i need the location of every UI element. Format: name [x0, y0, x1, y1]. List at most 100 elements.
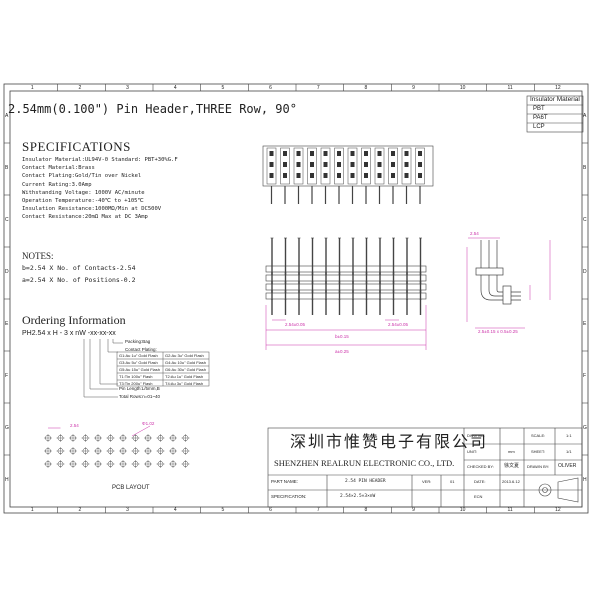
side-view-dimensions: [466, 237, 551, 329]
spec-line: Contact Plating:Gold/Tin over Nickel: [22, 173, 142, 180]
grid-row-label: F: [5, 373, 9, 379]
grid-column-label: 12: [555, 507, 561, 513]
ecn-label: ECN: [474, 494, 483, 499]
grid-column-label: 1: [30, 507, 34, 513]
plating-option: T1:Tin 100u" Flash: [119, 373, 153, 379]
plating-option: G3:Au 5u" Gold Flash: [119, 359, 158, 365]
grid-row-label: C: [583, 217, 587, 223]
dwg-no-label: DWG NO.: [467, 433, 485, 438]
grid-column-label: 8: [364, 507, 368, 513]
grid-column-label: 9: [412, 507, 415, 513]
date-value: 2013.6.12: [502, 479, 520, 484]
company-name-en: SHENZHEN REALRUN ELECTRONIC CO., LTD.: [274, 458, 455, 468]
note-line-a: a=2.54 X No. of Positions-0.2: [22, 276, 136, 284]
specifications-heading: SPECIFICATIONS: [22, 139, 131, 154]
grid-column-label: 2: [78, 85, 82, 91]
checked-by-value: 徐文夏: [504, 463, 520, 469]
grid-column-label: 5: [221, 85, 225, 91]
title-block-frame: [267, 427, 583, 508]
grid-row-label: E: [5, 321, 9, 327]
plating-label: Contact Plating:: [125, 347, 157, 352]
plating-option: T3:Tin 200u" Flash: [119, 380, 153, 386]
grid-row-label: D: [5, 269, 9, 275]
insulator-material-header: Insulator Material: [530, 96, 580, 103]
pcb-layout-holes: [44, 425, 190, 468]
insulator-material-box: [526, 95, 584, 133]
insulator-option-lcp: LCP: [533, 124, 545, 130]
packing-label: Packing:Bag: [125, 339, 151, 344]
grid-column-label: 6: [269, 507, 272, 513]
drawn-by-label: DRAWN BY:: [527, 464, 550, 469]
grid-column-label: 10: [459, 85, 466, 91]
grid-row-label: H: [583, 477, 587, 483]
grid-column-label: 5: [221, 507, 225, 513]
part-name-label: PART NAME:: [271, 479, 299, 484]
spec-line: Contact Resistance:20mΩ Max at DC 3Amp: [22, 214, 148, 221]
grid-column-label: 3: [126, 85, 129, 91]
specification-value: 2.54×2.5×3×nW: [340, 494, 376, 499]
plating-option: T4:Au 3u" Gold Flash: [165, 380, 204, 386]
unit-label: UNIT:: [467, 449, 477, 454]
pcb-layout-label: PCB LAYOUT: [112, 485, 150, 491]
grid-column-label: 4: [173, 507, 177, 513]
grid-column-label: 10: [459, 507, 466, 513]
scale-value: 1:1: [566, 433, 572, 438]
grid-column-label: 4: [173, 85, 177, 91]
sheet-label: SHEET:: [531, 449, 546, 454]
grid-row-label: A: [583, 113, 587, 119]
grid-column-label: 3: [126, 507, 129, 513]
header-top-view: [262, 145, 434, 204]
plating-option: G5:Au 15u" Gold Flash: [119, 366, 160, 372]
dim-side-bottom: 2.5±0.15 x 0.5±0.25: [478, 329, 518, 334]
scale-label: SCALE:: [531, 433, 546, 438]
ordering-leaders: [83, 339, 210, 398]
spec-line: Insulation Resistance:1000MΩ/Min at DC50…: [22, 206, 162, 213]
spec-line: Current Rating:3.0Amp: [22, 181, 92, 188]
spec-line: Operation Temperature:-40℃ to +105℃: [22, 198, 144, 204]
dim-pcb-hole: Φ1.02: [142, 421, 155, 426]
insulator-option-pbt: PBT: [533, 106, 545, 112]
grid-row-label: G: [583, 425, 587, 431]
plating-option: G1:Au 1u" Gold Flash: [119, 352, 158, 358]
grid-column-label: 11: [507, 507, 513, 513]
grid-column-label: 6: [269, 85, 272, 91]
dim-pitch-front: 2.54±0.05: [285, 322, 305, 327]
ordering-code: PH2.54 x H - 3 x nW -xx-xx-xx: [22, 330, 116, 337]
grid-row-label: A: [5, 113, 9, 119]
grid-column-label: 8: [364, 85, 368, 91]
insulator-option-pa6t: PA6T: [533, 115, 548, 121]
dim-side-top: 2.54: [470, 231, 479, 236]
grid-column-label: 2: [78, 507, 82, 513]
grid-column-label: 9: [412, 85, 415, 91]
dim-pcb-pitch: 2.54: [70, 423, 79, 428]
grid-row-label: C: [5, 217, 9, 223]
grid-column-label: 1: [30, 85, 34, 91]
notes-heading: NOTES:: [22, 251, 54, 261]
plating-option: G6:Au 30u" Gold Flash: [165, 366, 206, 372]
dim-b: b±0.15: [335, 334, 349, 339]
drawing-title: 2.54mm(0.100") Pin Header,THREE Row, 90°: [8, 102, 297, 116]
grid-column-label: 11: [507, 85, 513, 91]
plating-option: G2:Au 3u" Gold Flash: [165, 352, 204, 358]
pin-length-label: Pin Length:L/5mm,B: [119, 386, 160, 391]
sheet-value: 1/1: [566, 449, 572, 454]
unit-value: mm: [508, 449, 515, 454]
checked-by-label: CHECKED BY:: [467, 464, 494, 469]
date-label: DATE:: [474, 479, 486, 484]
grid-column-label: 12: [555, 85, 561, 91]
dim-pitch-front-2: 2.54±0.05: [388, 322, 408, 327]
drawn-by-value: OLIVER: [558, 463, 577, 469]
ver-value: 01: [450, 479, 455, 484]
grid-row-label: E: [583, 321, 587, 327]
part-name-value: 2.54 PIN HEADER: [345, 479, 386, 484]
grid-row-label: D: [583, 269, 587, 275]
spec-line: Withstanding Voltage: 1000V AC/minute: [22, 189, 145, 196]
plating-option: T2:Au 1u" Gold Flash: [165, 373, 204, 379]
total-rows-label: Total Rows:n=01~40: [119, 394, 161, 399]
ver-label: VER:: [422, 479, 432, 484]
dim-a: a±0.25: [335, 349, 349, 354]
company-name-cn: 深圳市惟赞电子有限公司: [290, 432, 489, 451]
plating-option: G4:Au 10u" Gold Flash: [165, 359, 206, 365]
grid-row-label: G: [5, 425, 9, 431]
